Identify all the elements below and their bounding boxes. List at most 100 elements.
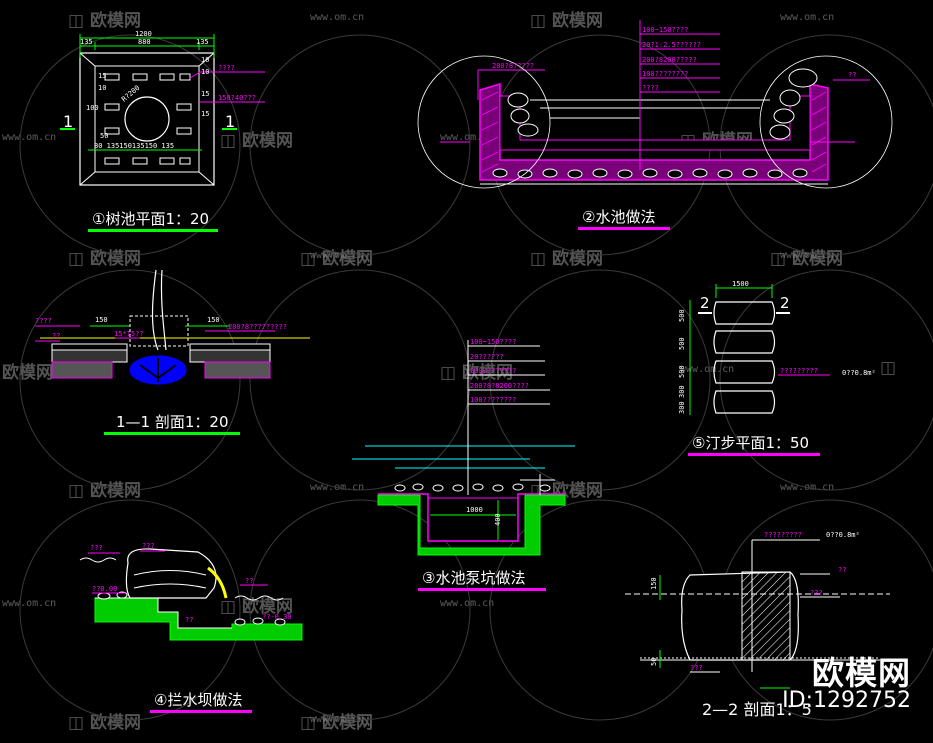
stone-hatched-core (741, 571, 791, 661)
dim-stone-width: 1500 (732, 280, 749, 288)
caption-stepping-stone: ⑤汀步平面1：50 (692, 434, 810, 452)
dim-l100: 100 (86, 104, 99, 112)
pump-pit-note: 100~150???? (470, 338, 516, 346)
section-2-2-note: ????????? (764, 531, 802, 539)
water-levels (352, 445, 575, 469)
stepping-stone-dims: 1500 500 500 500 300 300 (678, 280, 749, 414)
sofa-icon: ◫ (220, 131, 242, 151)
watermark-logo: ◫ 欧模网 (68, 713, 141, 733)
stepping-stone-note: ????????? (780, 367, 818, 375)
section-1-1-mid: 15*15?? (114, 330, 144, 338)
water-cascade (207, 566, 228, 599)
paving-left (51, 343, 128, 379)
pool-note: 100~150???? (642, 26, 688, 34)
section-2-2-leaders (690, 539, 840, 673)
weir-note: ??0.00 (92, 585, 117, 593)
weir-note: ?? (245, 577, 253, 585)
section-2-2-spec: 0??0.8m² (826, 531, 860, 539)
watermark-logo: ◫ 欧模网 (440, 363, 513, 383)
dim-bottom: 80 135150135150 135 (94, 142, 174, 150)
dim-stone-s2: 500 (678, 337, 686, 350)
pump-pit-note: 200?8?8200???? (470, 382, 529, 390)
dim-top: 150 (650, 577, 658, 590)
tree-pit-note: ???? (218, 64, 235, 72)
section-1-1-note: ???? (35, 317, 52, 325)
sofa-icon: ◫ (68, 713, 90, 733)
tree-trunk (151, 269, 159, 351)
dim-l10: 10 (98, 84, 106, 92)
grate-slots (104, 73, 192, 165)
watermark-logo: ◫ 欧模网 (530, 249, 603, 269)
pool-left-note: 200?8????? (492, 62, 534, 70)
pool-note: 200?8200????? (642, 56, 697, 64)
weir-note: ?? (185, 616, 193, 624)
weir-notes: ??? ??? ?? ??0.00 ?? ??-0.30 (90, 542, 292, 624)
brand-logo: 欧模网 (811, 654, 911, 692)
weir-leaders (88, 550, 268, 594)
sofa-icon: ◫ (220, 597, 242, 617)
dim-r15: 15 (201, 90, 209, 98)
pit-inner-frame (94, 65, 200, 173)
sofa-icon: ◫ (880, 358, 897, 378)
dim-left: 150 (95, 316, 108, 324)
stepping-stone-marks: 2 2 (700, 294, 790, 312)
sofa-icon: ◫ (530, 11, 552, 31)
section-1-1-note: ?? (52, 332, 60, 340)
section-2-2 (625, 539, 890, 689)
pool-gravel-layer (492, 168, 808, 179)
watermark-url: www.om.cn (310, 250, 365, 261)
caption-section-2-2: 2—2 剖面1：5 (702, 700, 812, 719)
pump-pit-note: 100???????? (470, 396, 516, 404)
section-label-2-left: 2 (700, 294, 710, 312)
tree-pit-note: 150?40??? (218, 94, 256, 102)
weir-note: ??? (142, 542, 155, 550)
stepping-stone-spec: 0??0.8m² (842, 369, 876, 377)
stepping-stone-notes: ????????? (780, 367, 818, 375)
section-1-1-note: 200?8????????? (228, 323, 287, 331)
sofa-icon: ◫ (770, 249, 792, 269)
section-2-2-note: ?? (838, 566, 846, 574)
sofa-icon: ◫ (68, 249, 90, 269)
pool-note: ???? (642, 84, 659, 92)
section-1-1-notes: ???? ?? 200?8????????? 15*15?? (35, 317, 287, 340)
sofa-icon: ◫ (300, 249, 322, 269)
dim-pit-depth: 400 (494, 513, 502, 526)
pump-pit-dims: 1000 400 (466, 506, 502, 526)
brand-id: ID:1292752 (782, 688, 911, 713)
pump-pit-gravel (394, 483, 551, 492)
pump-pit-leaders (468, 345, 550, 405)
pump-pit-notes: 100~150???? 20?????? 200???????? 200?8?8… (470, 338, 529, 404)
caption-underline (418, 588, 546, 591)
weir-pebbles (97, 591, 286, 626)
dim-side-right: 135 (196, 38, 209, 46)
caption-underline (688, 453, 820, 456)
dim-stone-s5: 300 (678, 401, 686, 414)
watermark-url: www.om.cn (310, 714, 365, 725)
watermark-url: www.om.cn (2, 598, 57, 609)
pool-method-section (417, 20, 893, 189)
caption-pool-method: ②水池做法 (582, 208, 656, 226)
sofa-icon: ◫ (68, 11, 90, 31)
watermark-circles (19, 34, 933, 721)
section-2-2-dims: 150 50 (650, 577, 658, 666)
watermark-logo: ◫ 欧模网 (68, 11, 141, 31)
dim-inner: 880 (138, 38, 151, 46)
watermark-url: www.om.cn (440, 598, 495, 609)
section-2-2-spec: 0??0.8m² (826, 531, 860, 539)
dim-r10a: 10 (201, 56, 209, 64)
detail-circle-right (759, 55, 893, 189)
caption-underline (88, 229, 218, 232)
caption-underline (150, 710, 252, 713)
tree-trunk-circle (124, 96, 170, 142)
caption-section-1-1: 1—1 剖面1：20 (116, 413, 229, 431)
section-1-1 (35, 269, 310, 385)
watermark-logo: ◫ 欧模网 (220, 131, 293, 151)
dim-bottom: 50 (650, 658, 658, 666)
pool-right-note: ?? (848, 71, 856, 79)
tree-pit-section-labels: 1 1 (63, 112, 235, 131)
weir-note: ??-0.30 (262, 613, 292, 621)
watermark-logo: ◫ (880, 358, 896, 378)
watermark-logo: ◫ 欧模网 (68, 249, 141, 269)
dim-side-left: 135 (80, 38, 93, 46)
